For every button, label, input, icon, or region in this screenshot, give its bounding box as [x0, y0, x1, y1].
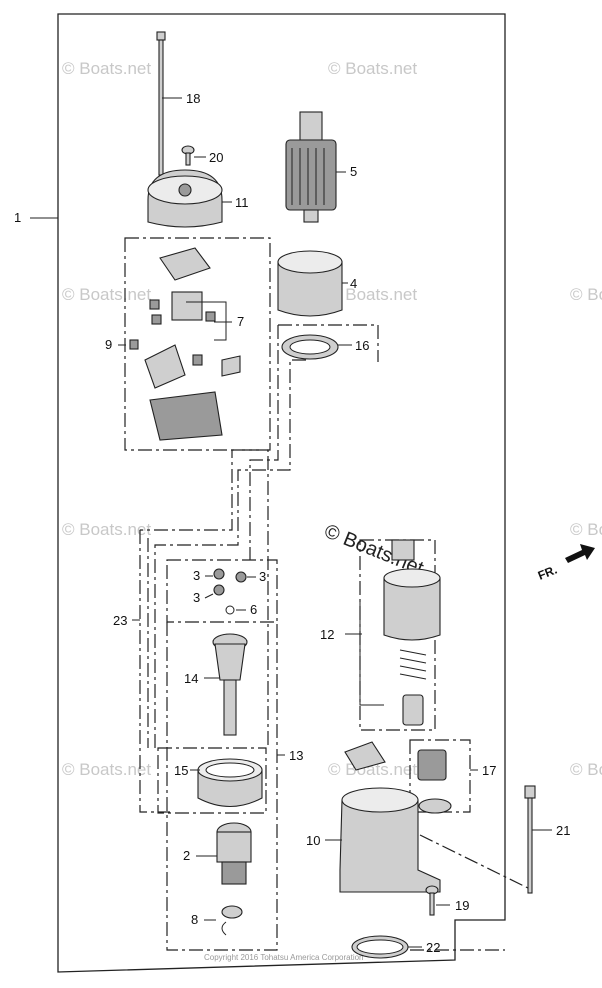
callout-10: 10: [306, 833, 320, 848]
kit-17-outline: [409, 739, 471, 813]
ring-8: [204, 905, 243, 936]
kit-13-outline: [166, 622, 278, 951]
callout-21: 21: [556, 823, 570, 838]
watermark-text: © Boats.net: [62, 59, 151, 78]
callout-23: 23: [113, 613, 127, 628]
clutch-2: [196, 822, 252, 885]
rear-cover-11: [147, 169, 232, 228]
arrow-right-icon: [565, 544, 595, 563]
gasket-16: [281, 334, 352, 360]
callout-6: 6: [250, 602, 257, 617]
contact-parts-17: [344, 741, 478, 814]
callout-16: 16: [355, 338, 369, 353]
yoke-4: [277, 250, 348, 317]
internal-gear-15: [190, 758, 263, 807]
fr-label: FR.: [536, 563, 559, 583]
callout-numbers: 1 2 3 3 3 4 5 6 7 8 9 10 11 12 13 14 15 …: [14, 91, 570, 955]
watermark-text: © Boats.net: [62, 760, 151, 779]
kit-23-outline-right: [249, 324, 379, 560]
o-ring-6: [225, 605, 246, 615]
watermark-text: © Boats.net: [62, 520, 151, 539]
callout-4: 4: [350, 276, 357, 291]
callout-14: 14: [184, 671, 198, 686]
housing-10: [325, 787, 441, 893]
watermark-text: © Boats.net: [570, 520, 602, 539]
callout-8: 8: [191, 912, 198, 927]
watermark-text: © Boats.net: [62, 285, 151, 304]
nuts-3: [204, 568, 256, 599]
callout-15: 15: [174, 763, 188, 778]
leader-12: [359, 600, 384, 706]
solenoid-12: [345, 539, 441, 726]
assembly-frame: [57, 13, 506, 973]
callout-7: 7: [237, 314, 244, 329]
callout-22: 22: [426, 940, 440, 955]
watermark-text: © Boats.net: [570, 760, 602, 779]
kit-23-outline-inner: [147, 359, 308, 748]
callout-5: 5: [350, 164, 357, 179]
ground-wire-outline: [410, 834, 533, 951]
callout-11: 11: [235, 195, 249, 210]
brush-holder-parts: [118, 247, 241, 441]
callout-17: 17: [482, 763, 496, 778]
callout-13: 13: [289, 748, 303, 763]
callout-3: 3: [193, 590, 200, 605]
screw-20: [181, 145, 206, 166]
brush-holder-group-box: [124, 237, 271, 451]
o-ring-22: [351, 935, 422, 959]
callout-3: 3: [193, 568, 200, 583]
through-bolt-18: [156, 31, 182, 176]
kit-23-outline-outer: [139, 449, 269, 813]
armature-5: [285, 111, 346, 223]
callout-18: 18: [186, 91, 200, 106]
gear-group-box: [166, 559, 278, 623]
bolt-21: [524, 785, 552, 894]
callout-12: 12: [320, 627, 334, 642]
watermark-text: © Boats.net: [570, 285, 602, 304]
callout-1: 1: [14, 210, 21, 225]
watermark-text: © Boats.net: [328, 760, 417, 779]
pinion-shaft-14: [204, 633, 248, 736]
bolt-19: [425, 885, 450, 916]
callout-19: 19: [455, 898, 469, 913]
callout-2: 2: [183, 848, 190, 863]
callout-9: 9: [105, 337, 112, 352]
callout-20: 20: [209, 150, 223, 165]
clutch-group-box: [157, 747, 267, 814]
callout-3: 3: [259, 569, 266, 584]
watermark-text: © Boats.net: [328, 59, 417, 78]
copyright-text: Copyright 2016 Tohatsu America Corporati…: [204, 953, 364, 962]
watermark-text: © Boats.net: [328, 285, 417, 304]
front-direction-indicator: FR.: [536, 544, 595, 583]
